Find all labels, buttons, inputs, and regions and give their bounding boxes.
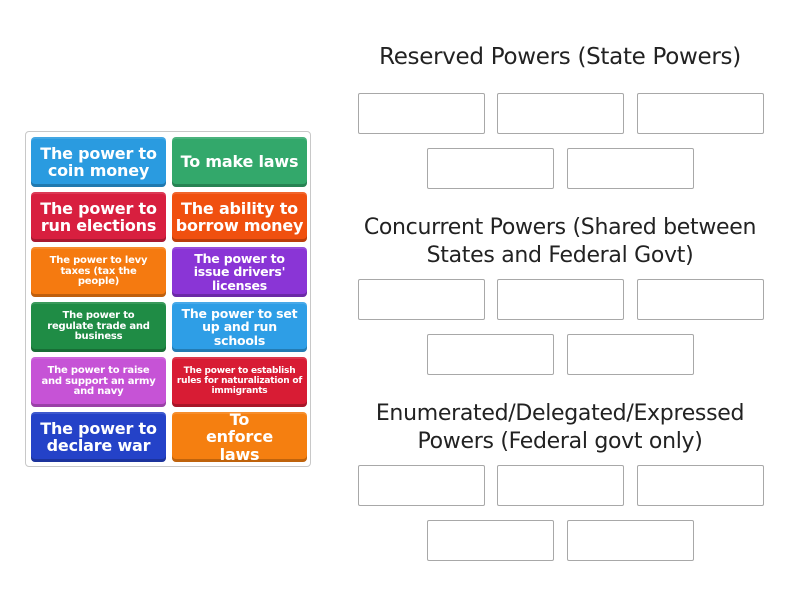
tile-declare-war[interactable]: The power to declare war [31,412,166,462]
tile-enforce-laws[interactable]: To enforce laws [172,411,307,463]
tile-run-schools[interactable]: The power to set up and run schools [172,302,307,352]
tile-run-elections[interactable]: The power to run elections [31,192,166,242]
drop-slot-enumerated-3[interactable] [637,465,764,506]
tile-regulate-trade[interactable]: The power to regulate trade and business [31,302,166,352]
tile-coin-money[interactable]: The power to coin money [31,137,166,187]
tile-levy-taxes[interactable]: The power to levy taxes (tax the people) [31,247,166,297]
tile-army-navy[interactable]: The power to raise and support an army a… [31,357,166,407]
drop-slot-enumerated-2[interactable] [497,465,624,506]
tile-make-laws[interactable]: To make laws [172,137,307,187]
group-title-concurrent: Concurrent Powers (Shared between States… [363,215,757,268]
drop-slot-enumerated-4[interactable] [427,520,554,561]
drop-slot-concurrent-2[interactable] [497,279,624,320]
drop-slot-enumerated-1[interactable] [358,465,485,506]
drop-slot-reserved-1[interactable] [358,93,485,134]
tile-bank [25,131,311,467]
drop-slot-enumerated-5[interactable] [567,520,694,561]
tile-drivers-licenses[interactable]: The power to issue drivers' licenses [172,247,307,297]
drop-slot-reserved-5[interactable] [567,148,694,189]
group-title-reserved: Reserved Powers (State Powers) [379,44,741,70]
drop-slot-reserved-3[interactable] [637,93,764,134]
drop-slot-reserved-4[interactable] [427,148,554,189]
tile-borrow-money[interactable]: The ability to borrow money [172,192,307,242]
drop-slot-concurrent-3[interactable] [637,279,764,320]
tile-naturalization[interactable]: The power to establish rules for natural… [172,357,307,407]
drop-slot-concurrent-4[interactable] [427,334,554,375]
drop-slot-concurrent-1[interactable] [358,279,485,320]
drop-slot-concurrent-5[interactable] [567,334,694,375]
group-title-enumerated: Enumerated/Delegated/Expressed Powers (F… [375,401,745,454]
drop-slot-reserved-2[interactable] [497,93,624,134]
